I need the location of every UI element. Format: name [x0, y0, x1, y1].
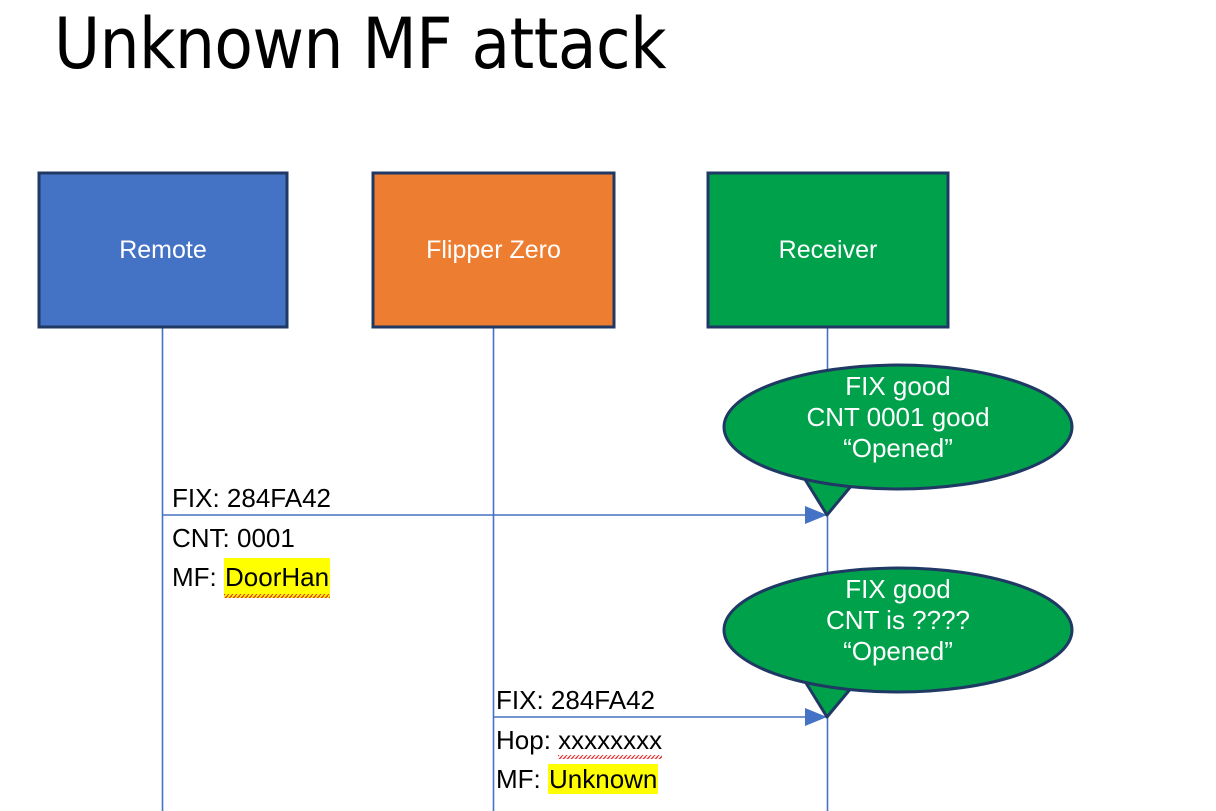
- actor-label-flipper: Flipper Zero: [426, 236, 561, 264]
- speech-bubble-2-body: [722, 566, 1074, 694]
- speech-bubble-1[interactable]: [722, 363, 1074, 517]
- message-arrow-head-1: [805, 506, 827, 524]
- message-2-mf-value: Unknown: [548, 764, 659, 795]
- bubble-1-line-3: “Opened”: [843, 432, 953, 463]
- bubble-2-line-1: FIX good: [845, 574, 951, 604]
- actor-label-receiver: Receiver: [778, 236, 878, 264]
- message-1-mf-label: MF:: [172, 562, 224, 593]
- actor-box-receiver[interactable]: [706, 171, 950, 329]
- message-2-line-hop: Hop: xxxxxxxx: [496, 721, 663, 761]
- message-2-fix-label: FIX:: [496, 685, 551, 715]
- message-1-mf-value: DoorHan: [224, 558, 331, 598]
- page-title: Unknown MF attack: [54, 3, 667, 85]
- message-2-line-fix: FIX: 284FA42: [496, 681, 662, 721]
- speech-bubble-2-text: FIX good CNT is ???? “Opened”: [724, 574, 1072, 667]
- bubble-2-line-3: “Opened”: [843, 635, 953, 666]
- message-1-fix-value: 284FA42: [226, 483, 331, 513]
- speech-bubble-2[interactable]: [722, 566, 1074, 719]
- message-label-remote-to-receiver: FIX: 284FA42 CNT: 0001 MF: DoorHan: [172, 479, 331, 598]
- message-1-fix-label: FIX:: [172, 483, 227, 513]
- speech-bubble-1-text: FIX good CNT 0001 good “Opened”: [724, 371, 1072, 464]
- actor-label-remote: Remote: [119, 236, 207, 264]
- message-1-line-cnt: CNT: 0001: [172, 519, 331, 559]
- message-1-line-fix: FIX: 284FA42: [172, 479, 331, 519]
- bubble-1-line-1: FIX good: [845, 371, 951, 401]
- message-2-hop-value: xxxxxxxx: [558, 721, 663, 761]
- actor-box-flipper[interactable]: [371, 171, 616, 329]
- message-2-hop-label: Hop:: [496, 724, 559, 755]
- message-1-cnt-label: CNT:: [172, 522, 237, 553]
- message-1-line-mf: MF: DoorHan: [172, 558, 331, 598]
- actor-box-remote[interactable]: [37, 171, 289, 329]
- message-2-fix-value: 284FA42: [550, 685, 655, 715]
- message-1-cnt-value: 0001: [237, 522, 295, 553]
- message-2-line-mf: MF: Unknown: [496, 760, 662, 800]
- speech-bubble-1-body: [722, 363, 1074, 491]
- message-arrow-head-2: [805, 708, 827, 726]
- message-label-flipper-to-receiver: FIX: 284FA42 Hop: xxxxxxxx MF: Unknown: [496, 681, 663, 800]
- bubble-2-line-2: CNT is ????: [825, 604, 971, 635]
- bubble-1-line-2: CNT 0001 good: [806, 401, 990, 432]
- message-2-mf-label: MF:: [496, 764, 548, 795]
